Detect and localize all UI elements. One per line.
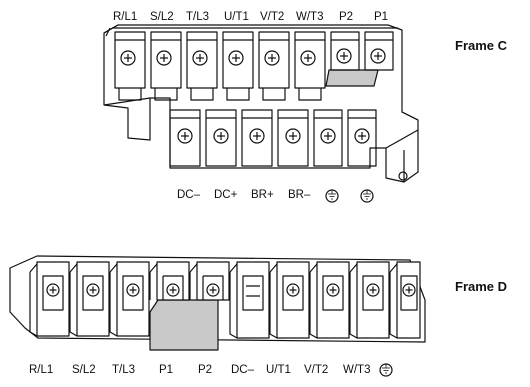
frame-c-label-r-l1: R/L1 xyxy=(113,11,138,23)
frame-d-terminal-ground xyxy=(389,261,421,339)
frame-c-label-p1: P1 xyxy=(374,11,389,23)
frame-c-mount-screw xyxy=(398,171,408,181)
frame-c-terminal-p2 xyxy=(330,31,360,71)
frame-c-terminal-v-t2 xyxy=(258,31,290,101)
frame-c-label-p2: P2 xyxy=(339,11,354,23)
frame-c-terminal-block xyxy=(103,24,419,203)
frame-c-top-terminal-row xyxy=(114,31,394,101)
frame-d-label-s-l2: S/L2 xyxy=(72,364,96,376)
frame-c-top-ridge xyxy=(105,27,398,37)
frame-d-label-t-l3: T/L3 xyxy=(112,364,136,376)
frame-c-label-u-t1: U/T1 xyxy=(224,11,249,23)
frame-c-terminal-ground-1 xyxy=(313,109,343,167)
frame-c-terminal-w-t3 xyxy=(294,31,326,101)
frame-c-label-v-t2: V/T2 xyxy=(260,11,285,23)
frame-d-label-u-t1: U/T1 xyxy=(266,364,291,376)
frame-d-terminal-s-l2 xyxy=(69,261,110,337)
frame-d-label-dc-minus: DC– xyxy=(231,364,255,376)
ground-icon xyxy=(360,189,374,203)
frame-d-terminal-v-t2 xyxy=(309,261,350,339)
frame-d-terminal-dc-minus xyxy=(229,261,270,339)
frame-c-label-br-minus: BR– xyxy=(288,189,311,201)
frame-c-terminal-ground-2 xyxy=(347,109,377,167)
frame-c-label-br-plus: BR+ xyxy=(251,189,274,201)
frame-d-terminal-w-t3 xyxy=(349,261,390,339)
frame-c-housing-outline xyxy=(103,24,419,183)
frame-c-label-dc-plus: DC+ xyxy=(214,189,238,201)
frame-c-jumper xyxy=(325,69,379,87)
frame-c-title: Frame C xyxy=(455,38,508,53)
frame-d-terminal-p1 xyxy=(149,261,190,301)
ground-icon xyxy=(325,189,339,203)
frame-c-label-s-l2: S/L2 xyxy=(150,11,174,23)
frame-c-terminal-r-l1 xyxy=(114,31,146,101)
frame-d-title: Frame D xyxy=(455,279,508,294)
frame-d-terminal-t-l3 xyxy=(109,261,150,337)
frame-c-back-ledge xyxy=(103,24,151,106)
frame-c-terminal-u-t1 xyxy=(222,31,254,101)
frame-d-terminal-block xyxy=(9,255,426,377)
frame-c-label-dc-minus: DC– xyxy=(177,189,201,201)
frame-c-bottom-terminal-row xyxy=(169,109,377,167)
ground-icon xyxy=(379,363,393,377)
frame-c-right-post xyxy=(385,111,419,182)
frame-d-label-v-t2: V/T2 xyxy=(304,364,329,376)
frame-d-housing-outline xyxy=(9,255,426,343)
frame-d-terminal-row xyxy=(29,261,421,339)
frame-c-label-t-l3: T/L3 xyxy=(186,11,210,23)
frame-c-terminal-s-l2 xyxy=(150,31,182,101)
frame-c-terminal-t-l3 xyxy=(186,31,218,101)
frame-d-terminal-u-t1 xyxy=(269,261,310,339)
frame-d-jumper xyxy=(149,299,219,351)
frame-c-label-w-t3: W/T3 xyxy=(296,11,324,23)
frame-d-terminal-r-l1 xyxy=(29,261,70,337)
frame-c-terminal-p1 xyxy=(364,31,394,71)
frame-d-label-p2: P2 xyxy=(198,364,213,376)
frame-c-terminal-br-plus xyxy=(241,109,273,167)
frame-c-terminal-dc-plus xyxy=(205,109,237,167)
frame-d-terminal-p2 xyxy=(189,261,230,301)
frame-c-terminal-br-minus xyxy=(277,109,309,167)
frame-d-label-w-t3: W/T3 xyxy=(343,364,371,376)
frame-d-label-p1: P1 xyxy=(159,364,174,376)
frame-c-terminal-dc-minus xyxy=(169,109,201,167)
frame-d-label-r-l1: R/L1 xyxy=(29,364,54,376)
